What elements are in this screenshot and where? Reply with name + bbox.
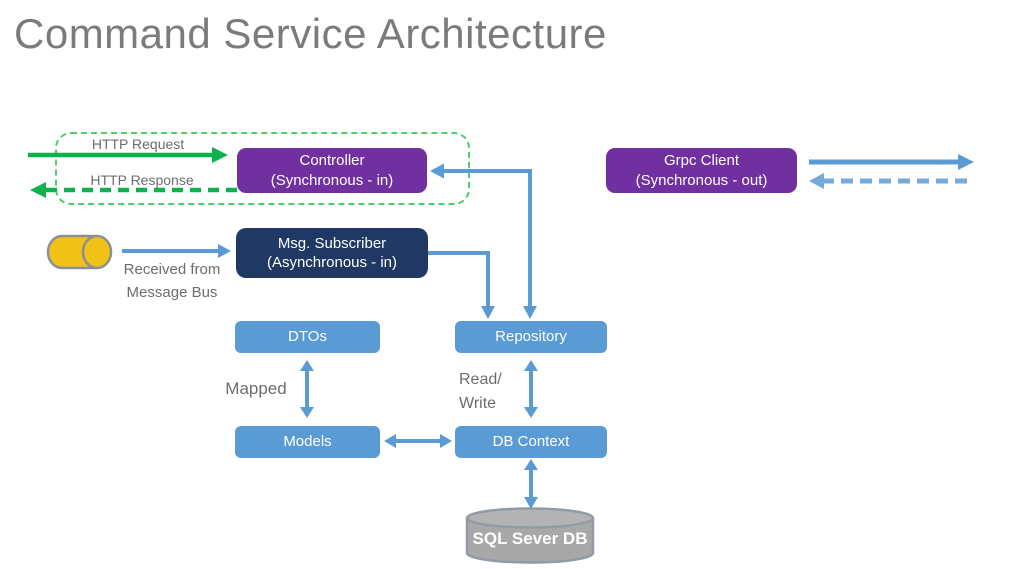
message-bus-cylinder-icon xyxy=(46,234,113,270)
dbcontext-sqldb-arrow xyxy=(524,459,538,509)
repository-dbcontext-arrow xyxy=(524,360,538,418)
read-line: Read/ xyxy=(459,371,502,388)
grpc-request-arrow xyxy=(809,154,974,170)
repository-label: Repository xyxy=(495,328,567,346)
controller-label-line1: Controller xyxy=(299,152,365,169)
msg-subscriber-label-line2: (Asynchronous - in) xyxy=(266,254,398,271)
write-line: Write xyxy=(459,395,497,412)
db-context-label: DB Context xyxy=(492,433,570,451)
node-repository: Repository xyxy=(455,321,607,353)
mapped-label: Mapped xyxy=(225,379,287,398)
received-from-line: Received from xyxy=(123,261,221,278)
node-dtos: DTOs xyxy=(235,321,380,353)
sql-db-label: SQL Sever DB xyxy=(472,529,588,548)
node-grpc-client: Grpc Client (Synchronous - out) xyxy=(606,148,797,193)
controller-label-line2: (Synchronous - in) xyxy=(270,171,394,189)
message-bus-line: Message Bus xyxy=(126,284,218,302)
grpc-client-label-line1: Grpc Client xyxy=(663,152,740,169)
message-bus-to-subscriber-arrow xyxy=(122,244,231,258)
sql-database-cylinder xyxy=(465,507,595,564)
controller-repository-arrow xyxy=(430,163,537,319)
http-response-arrow xyxy=(30,182,237,198)
subscriber-to-repository-arrow xyxy=(427,251,495,319)
http-request-arrow xyxy=(28,147,228,163)
msg-subscriber-label-line1: Msg. Subscriber xyxy=(277,234,387,252)
dtos-label: DTOs xyxy=(288,328,327,346)
grpc-response-arrow xyxy=(809,173,967,189)
read-write-label: Read/ Write xyxy=(459,368,519,416)
models-dbcontext-arrow xyxy=(384,434,452,448)
http-request-label: HTTP Request xyxy=(91,136,185,152)
received-from-message-bus-label: Received from Message Bus xyxy=(110,258,234,305)
node-models: Models xyxy=(235,426,380,458)
http-sync-group-outline xyxy=(55,132,470,205)
dtos-models-arrow xyxy=(300,360,314,418)
grpc-client-label-line2: (Synchronous - out) xyxy=(635,171,768,189)
node-db-context: DB Context xyxy=(455,426,607,458)
node-msg-subscriber: Msg. Subscriber (Asynchronous - in) xyxy=(236,228,428,278)
models-label: Models xyxy=(283,433,332,451)
http-response-label: HTTP Response xyxy=(90,172,194,188)
page-title: Command Service Architecture xyxy=(14,10,607,57)
node-controller: Controller (Synchronous - in) xyxy=(237,148,427,193)
